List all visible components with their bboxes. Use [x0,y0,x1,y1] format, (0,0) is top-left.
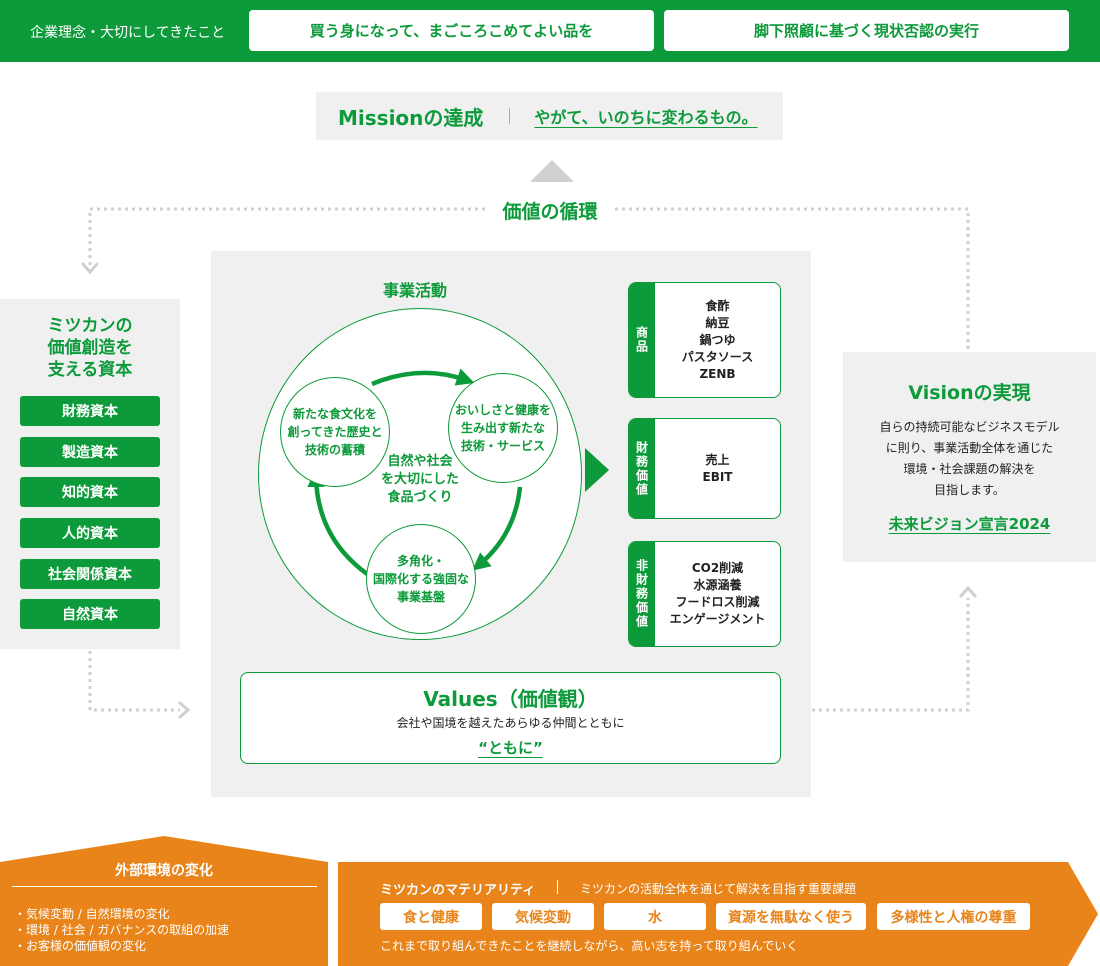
materiality-item-diversity: 多様性と人権の尊重 [877,903,1030,930]
right-arrow-icon [585,448,609,492]
value-box-tab: 財務価値 [629,419,655,518]
mission-title: Missionの達成 [338,105,484,130]
values-box: Values（価値観） 会社や国境を越えたあらゆる仲間とともに “ともに” [240,672,781,764]
capital-item-financial: 財務資本 [20,396,160,426]
values-subtitle: 会社や国境を越えたあらゆる仲間とともに [396,716,625,730]
activity-circle-innovation: おいしさと健康を 生み出す新たな 技術・サービス [448,373,558,483]
value-box-nonfinancial: 非財務価値 CO2削減 水源涵養 フードロス削減 エンゲージメント [628,541,781,647]
philosophy-band: 企業理念・大切にしてきたこと 買う身になって、まごころこめてよい品を 脚下照顧に… [0,0,1100,62]
environment-house-shape [0,836,328,966]
value-box-content: CO2削減 水源涵養 フードロス削減 エンゲージメント [669,561,766,626]
materiality-divider [557,880,558,894]
materiality-footer: これまで取り組んできたことを継続しながら、高い志を持って取り組んでいく [380,939,799,953]
materiality-subtitle: ミツカンの活動全体を通じて解決を目指す重要課題 [580,882,857,896]
mission-divider [509,108,511,124]
capital-item-natural: 自然資本 [20,599,160,629]
environment-divider [12,886,317,887]
materiality-item-water: 水 [604,903,706,930]
value-box-content: 売上 EBIT [702,452,733,484]
materiality-item-climate: 気候変動 [492,903,594,930]
vision-panel: Visionの実現 自らの持続可能なビジネスモデル に則り、事業活動全体を通じた… [843,352,1096,562]
environment-item: ・環境 / 社会 / ガバナンスの取組の加速 [14,923,230,937]
mission-box: Missionの達成 やがて、いのちに変わるもの。 [316,92,783,140]
loop-arrowhead-down-icon [81,262,99,275]
environment-list: ・気候変動 / 自然環境の変化 ・環境 / 社会 / ガバナンスの取組の加速 ・… [14,906,229,954]
capital-item-intellectual: 知的資本 [20,477,160,507]
philosophy-pill-1: 買う身になって、まごころこめてよい品を [249,10,654,51]
materiality-title: ミツカンのマテリアリティ [380,883,536,898]
value-box-tab: 非財務価値 [629,542,655,646]
cycle-arrow-top [371,368,475,387]
materiality-item-food-health: 食と健康 [380,903,482,930]
capital-item-manufacturing: 製造資本 [20,437,160,467]
philosophy-label: 企業理念・大切にしてきたこと [30,25,226,41]
cycle-arrow-right [472,486,523,571]
loop-line-top-right [615,207,970,350]
activity-core-text: 自然や社会 を大切にした 食品づくり [380,454,459,505]
values-quote-link[interactable]: “ともに” [478,739,543,757]
environment-item: ・お客様の価値観の変化 [14,939,147,953]
value-box-tab: 商品 [629,283,655,397]
activity-circle-foundation: 多角化・ 国際化する強固な 事業基盤 [366,524,476,634]
value-box-products: 商品 食酢 納豆 鍋つゆ パスタソース ZENB [628,282,781,398]
value-loop-title: 価値の循環 [490,197,610,224]
philosophy-pill-2: 脚下照顧に基づく現状否認の実行 [664,10,1069,51]
loop-line-top-left [88,207,485,268]
loop-line-bottom-right [812,598,970,712]
business-activity-title: 事業活動 [383,281,448,300]
environment-item: ・気候変動 / 自然環境の変化 [14,907,170,921]
capital-title: ミツカンの 価値創造を 支える資本 [47,316,133,380]
up-arrow-icon [530,160,574,182]
value-box-content: 食酢 納豆 鍋つゆ パスタソース ZENB [681,298,754,381]
vision-body: 自らの持続可能なビジネスモデル に則り、事業活動全体を通じた 環境・社会課題の解… [879,420,1060,497]
vision-title: Visionの実現 [908,382,1031,404]
capital-item-social: 社会関係資本 [20,559,160,589]
environment-title: 外部環境の変化 [115,863,213,879]
vision-declaration-link[interactable]: 未来ビジョン宣言2024 [888,515,1051,533]
capital-item-human: 人的資本 [20,518,160,548]
capital-panel: ミツカンの 価値創造を 支える資本 財務資本 製造資本 知的資本 人的資本 社会… [0,299,180,649]
cycle-arrow-left [307,469,372,578]
mission-slogan-link[interactable]: やがて、いのちに変わるもの。 [534,108,758,127]
values-title: Values（価値観） [423,687,598,711]
activity-circle-history: 新たな食文化を 創ってきた歴史と 技術の蓄積 [280,377,390,487]
loop-line-bottom-left [88,651,180,712]
materiality-item-resources: 資源を無駄なく使う [716,903,866,930]
value-box-financial: 財務価値 売上 EBIT [628,418,781,519]
loop-arrowhead-right-icon [178,701,191,719]
loop-arrowhead-up-icon [959,585,977,598]
